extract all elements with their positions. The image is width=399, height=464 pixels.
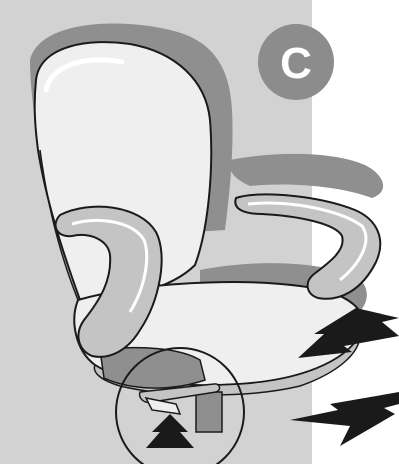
gas-cylinder: [195, 391, 223, 433]
backrest-highlight: [43, 57, 125, 93]
height-lever: [138, 383, 221, 404]
armrest-shadow-top: [229, 153, 384, 198]
detail-magnifier: [115, 347, 245, 464]
step-badge-letter: C: [280, 39, 312, 88]
push-up-arrow-icon: [146, 414, 194, 448]
step-badge: [258, 24, 334, 100]
left-armrest-inner: [71, 219, 149, 313]
left-armrest: [54, 205, 163, 358]
right-armrest-inner: [247, 201, 368, 282]
backrest-edge: [39, 149, 79, 301]
arrow-up-icon: [298, 308, 399, 358]
lever-paddle: [144, 396, 182, 415]
arrow-down-icon: [290, 392, 399, 446]
right-armrest: [234, 193, 382, 300]
